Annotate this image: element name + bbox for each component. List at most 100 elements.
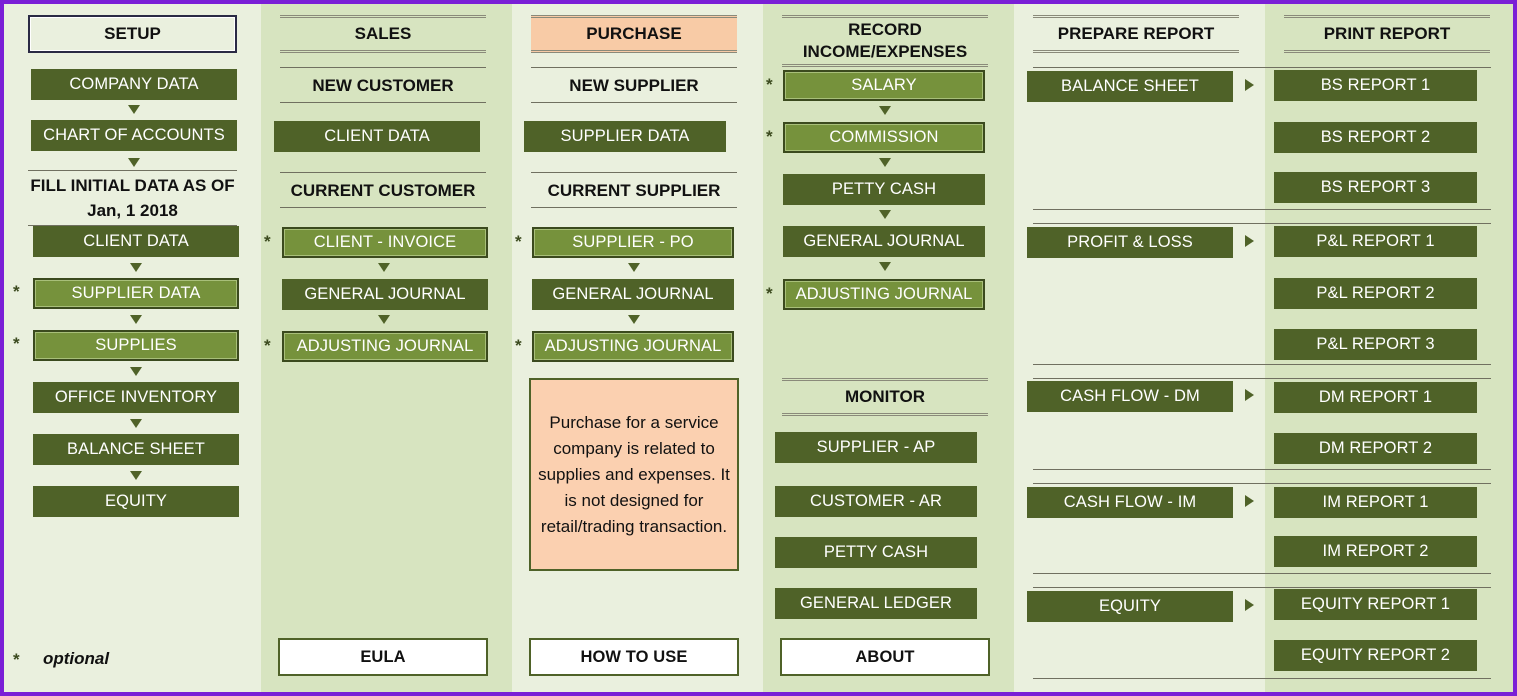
purchase-general-journal-button[interactable]: GENERAL JOURNAL (532, 279, 734, 310)
client-invoice-button[interactable]: CLIENT - INVOICE (282, 227, 488, 258)
chart-of-accounts-button[interactable]: CHART OF ACCOUNTS (31, 120, 237, 151)
record-adjusting-journal-button[interactable]: ADJUSTING JOURNAL (783, 279, 985, 310)
bs-report-3-button[interactable]: BS REPORT 3 (1274, 172, 1477, 203)
dm-report-2-button[interactable]: DM REPORT 2 (1274, 433, 1477, 464)
record-petty-cash-button[interactable]: PETTY CASH (783, 174, 985, 205)
initial-data-label: FILL INITIAL DATA AS OF (30, 176, 235, 195)
arrow-down-icon (130, 315, 142, 324)
initial-data-date: Jan, 1 2018 (87, 201, 178, 220)
sales-adjusting-journal-button[interactable]: ADJUSTING JOURNAL (282, 331, 488, 362)
supplier-data-button[interactable]: SUPPLIER DATA (524, 121, 726, 152)
setup-equity-button[interactable]: EQUITY (33, 486, 239, 517)
section-divider (1033, 678, 1491, 679)
arrow-down-icon (378, 263, 390, 272)
fill-initial-data-heading: FILL INITIAL DATA AS OF Jan, 1 2018 (28, 170, 237, 226)
setup-supplies-button[interactable]: SUPPLIES (33, 330, 239, 361)
setup-client-data-button[interactable]: CLIENT DATA (33, 226, 239, 257)
arrow-down-icon (128, 105, 140, 114)
prepare-balance-sheet-button[interactable]: BALANCE SHEET (1027, 71, 1233, 102)
section-divider (1033, 587, 1491, 588)
bs-report-1-button[interactable]: BS REPORT 1 (1274, 70, 1477, 101)
legend-star-icon: * (13, 650, 20, 669)
arrow-down-icon (128, 158, 140, 167)
arrow-down-icon (130, 471, 142, 480)
section-divider (1033, 223, 1491, 224)
optional-star-icon: * (766, 127, 773, 146)
arrow-down-icon (879, 262, 891, 271)
pl-report-3-button[interactable]: P&L REPORT 3 (1274, 329, 1477, 360)
general-ledger-button[interactable]: GENERAL LEDGER (775, 588, 977, 619)
office-inventory-button[interactable]: OFFICE INVENTORY (33, 382, 239, 413)
setup-supplier-data-button[interactable]: SUPPLIER DATA (33, 278, 239, 309)
arrow-right-icon (1245, 599, 1254, 611)
new-customer-heading: NEW CUSTOMER (280, 67, 486, 103)
optional-star-icon: * (13, 282, 20, 301)
about-button[interactable]: ABOUT (780, 638, 990, 676)
monitor-petty-cash-button[interactable]: PETTY CASH (775, 537, 977, 568)
supplier-ap-button[interactable]: SUPPLIER - AP (775, 432, 977, 463)
prepare-profit-loss-button[interactable]: PROFIT & LOSS (1027, 227, 1233, 258)
arrow-down-icon (879, 210, 891, 219)
current-supplier-heading: CURRENT SUPPLIER (531, 172, 737, 208)
purchase-note: Purchase for a service company is relate… (529, 378, 739, 571)
dm-report-1-button[interactable]: DM REPORT 1 (1274, 382, 1477, 413)
sales-header: SALES (280, 15, 486, 53)
optional-star-icon: * (515, 232, 522, 251)
arrow-down-icon (130, 263, 142, 272)
how-to-use-button[interactable]: HOW TO USE (529, 638, 739, 676)
pl-report-1-button[interactable]: P&L REPORT 1 (1274, 226, 1477, 257)
optional-star-icon: * (766, 75, 773, 94)
optional-star-icon: * (766, 284, 773, 303)
pl-report-2-button[interactable]: P&L REPORT 2 (1274, 278, 1477, 309)
arrow-down-icon (628, 315, 640, 324)
section-divider (1033, 67, 1491, 68)
prepare-cash-flow-dm-button[interactable]: CASH FLOW - DM (1027, 381, 1233, 412)
optional-star-icon: * (13, 334, 20, 353)
optional-legend: optional (43, 649, 110, 668)
setup-balance-sheet-button[interactable]: BALANCE SHEET (33, 434, 239, 465)
prepare-cash-flow-im-button[interactable]: CASH FLOW - IM (1027, 487, 1233, 518)
equity-report-2-button[interactable]: EQUITY REPORT 2 (1274, 640, 1477, 671)
equity-report-1-button[interactable]: EQUITY REPORT 1 (1274, 589, 1477, 620)
record-column (763, 4, 1014, 692)
record-header-line2: INCOME/EXPENSES (802, 42, 968, 61)
purchase-header: PURCHASE (531, 15, 737, 53)
arrow-down-icon (628, 263, 640, 272)
record-general-journal-button[interactable]: GENERAL JOURNAL (783, 226, 985, 257)
setup-header[interactable]: SETUP (28, 15, 237, 53)
optional-star-icon: * (515, 336, 522, 355)
sales-general-journal-button[interactable]: GENERAL JOURNAL (282, 279, 488, 310)
sales-client-data-button[interactable]: CLIENT DATA (274, 121, 480, 152)
salary-button[interactable]: SALARY (783, 70, 985, 101)
supplier-po-button[interactable]: SUPPLIER - PO (532, 227, 734, 258)
arrow-down-icon (879, 106, 891, 115)
print-report-header: PRINT REPORT (1284, 15, 1490, 53)
arrow-right-icon (1245, 495, 1254, 507)
section-divider (1033, 364, 1491, 365)
arrow-down-icon (130, 419, 142, 428)
prepare-equity-button[interactable]: EQUITY (1027, 591, 1233, 622)
section-divider (1033, 209, 1491, 210)
optional-star-icon: * (264, 336, 271, 355)
arrow-down-icon (378, 315, 390, 324)
im-report-1-button[interactable]: IM REPORT 1 (1274, 487, 1477, 518)
arrow-right-icon (1245, 389, 1254, 401)
company-data-button[interactable]: COMPANY DATA (31, 69, 237, 100)
optional-star-icon: * (264, 232, 271, 251)
monitor-heading: MONITOR (782, 378, 988, 416)
record-header-line1: RECORD (848, 20, 922, 39)
customer-ar-button[interactable]: CUSTOMER - AR (775, 486, 977, 517)
new-supplier-heading: NEW SUPPLIER (531, 67, 737, 103)
purchase-adjusting-journal-button[interactable]: ADJUSTING JOURNAL (532, 331, 734, 362)
eula-button[interactable]: EULA (278, 638, 488, 676)
arrow-right-icon (1245, 235, 1254, 247)
bs-report-2-button[interactable]: BS REPORT 2 (1274, 122, 1477, 153)
arrow-down-icon (879, 158, 891, 167)
im-report-2-button[interactable]: IM REPORT 2 (1274, 536, 1477, 567)
section-divider (1033, 378, 1491, 379)
arrow-down-icon (130, 367, 142, 376)
commission-button[interactable]: COMMISSION (783, 122, 985, 153)
prepare-column (1014, 4, 1265, 692)
section-divider (1033, 483, 1491, 484)
